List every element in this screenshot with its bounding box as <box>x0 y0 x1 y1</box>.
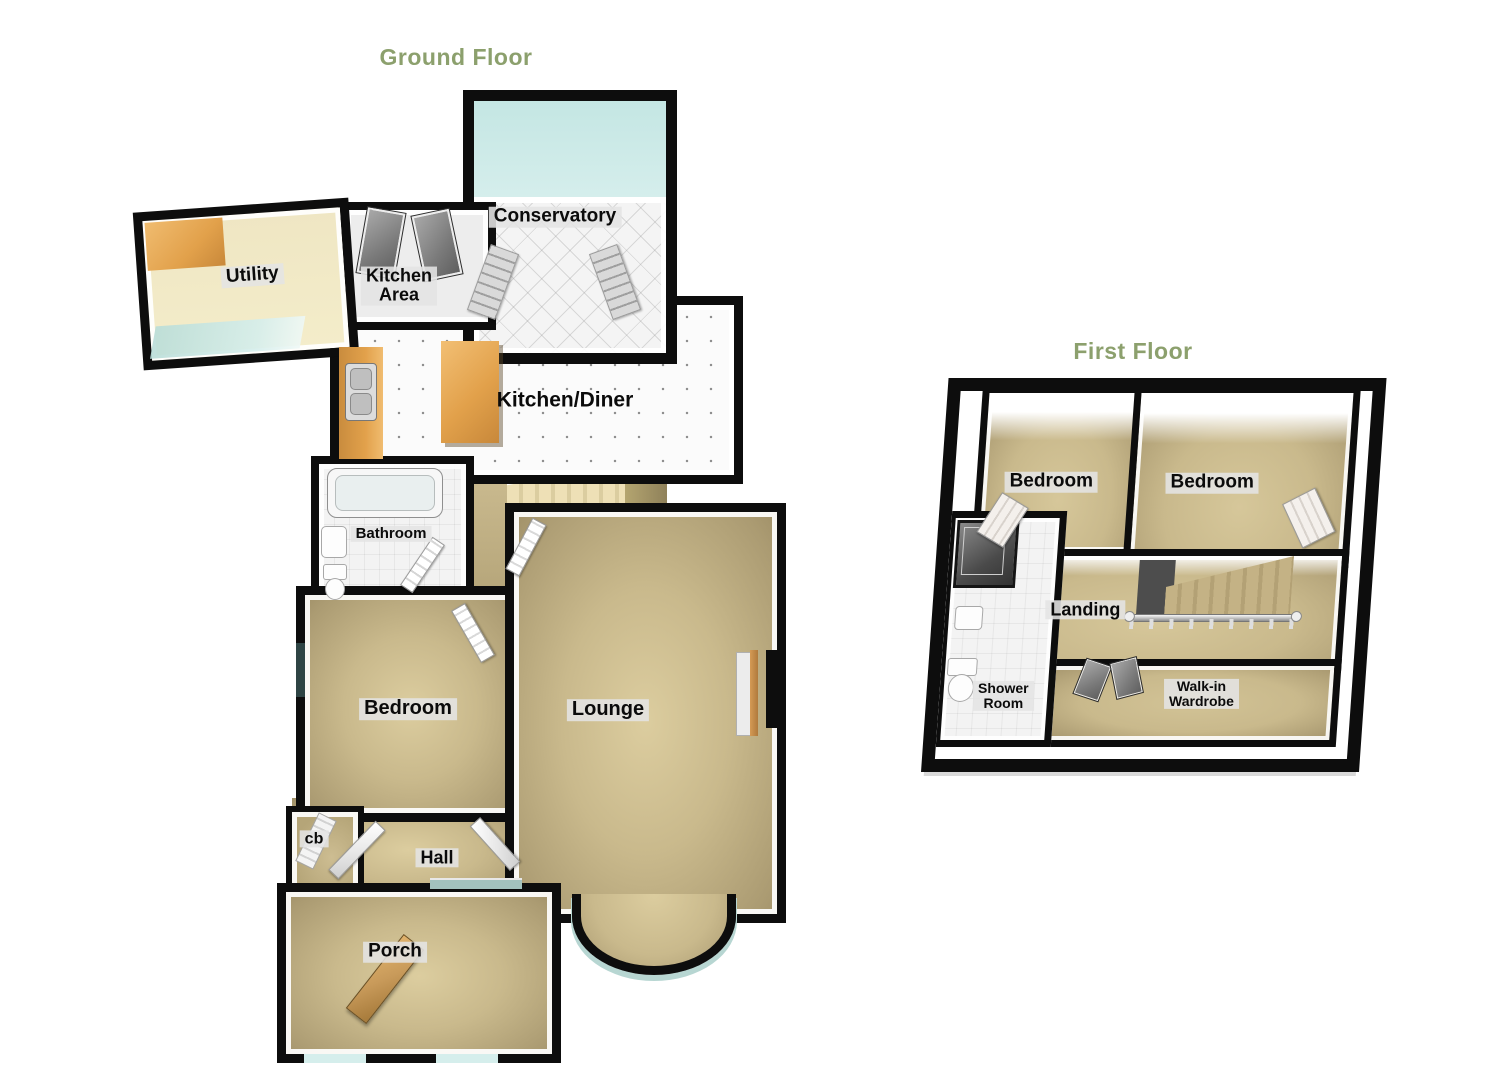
utility-glass <box>150 315 306 359</box>
room-landing: Landing <box>1020 549 1350 673</box>
sink <box>953 606 984 630</box>
porch-label: Porch <box>363 941 427 963</box>
room-conservatory: Conservatory <box>463 90 677 364</box>
walkin-wardrobe-label: Walk-in Wardrobe <box>1164 678 1239 710</box>
door-leaf <box>1072 657 1113 703</box>
kitchen-sink <box>345 363 377 421</box>
room-porch: Porch <box>277 883 561 1063</box>
kitchen-diner-label: Kitchen/Diner <box>496 388 634 412</box>
bedroom-ground-label: Bedroom <box>359 698 457 720</box>
room-lounge: Lounge <box>505 503 786 923</box>
first-floor-title: First Floor <box>1073 338 1193 364</box>
room-bedroom-right: Bedroom <box>1122 391 1361 568</box>
first-floor-plan: Bedroom Bedroom Landing Walk-in <box>921 378 1387 772</box>
window <box>430 878 522 889</box>
shower-room-label: Shower Room <box>973 680 1034 712</box>
door-leaf <box>588 243 642 321</box>
window <box>296 643 305 697</box>
ground-floor-title: Ground Floor <box>379 44 533 70</box>
bathroom-label: Bathroom <box>350 525 432 543</box>
room-utility: Utility <box>132 197 360 371</box>
window <box>436 1054 498 1063</box>
toilet-bowl <box>325 578 345 600</box>
bedroom-left-label: Bedroom <box>1004 471 1098 493</box>
chimney <box>766 650 780 728</box>
landing-label: Landing <box>1045 599 1126 620</box>
kitchen-island <box>441 341 499 443</box>
door-leaf <box>451 603 495 663</box>
toilet-bowl <box>946 674 975 702</box>
utility-counter <box>144 217 226 271</box>
door-leaf <box>1282 487 1336 549</box>
room-bedroom-ground: Bedroom <box>296 586 526 822</box>
door-leaf <box>1109 656 1145 700</box>
window <box>304 1054 366 1063</box>
hall-label: Hall <box>415 847 459 868</box>
conservatory-label: Conservatory <box>488 206 622 228</box>
lounge-label: Lounge <box>566 699 650 721</box>
fireplace-mantel <box>750 650 758 736</box>
conservatory-glass <box>474 101 666 203</box>
stair-steps <box>1164 556 1294 618</box>
bathtub <box>327 468 443 518</box>
utility-label: Utility <box>220 262 285 288</box>
kitchen-area-label: Kitchen Area <box>360 266 438 306</box>
door-leaf <box>505 517 547 577</box>
bay-window <box>572 894 736 975</box>
cupboard-label: cb <box>299 830 329 848</box>
room-walkin-wardrobe: Walk-in Wardrobe <box>1039 656 1342 747</box>
bedroom-right-label: Bedroom <box>1165 472 1259 494</box>
door-leaf <box>400 536 445 594</box>
banister <box>1123 611 1303 630</box>
sink <box>321 526 347 558</box>
